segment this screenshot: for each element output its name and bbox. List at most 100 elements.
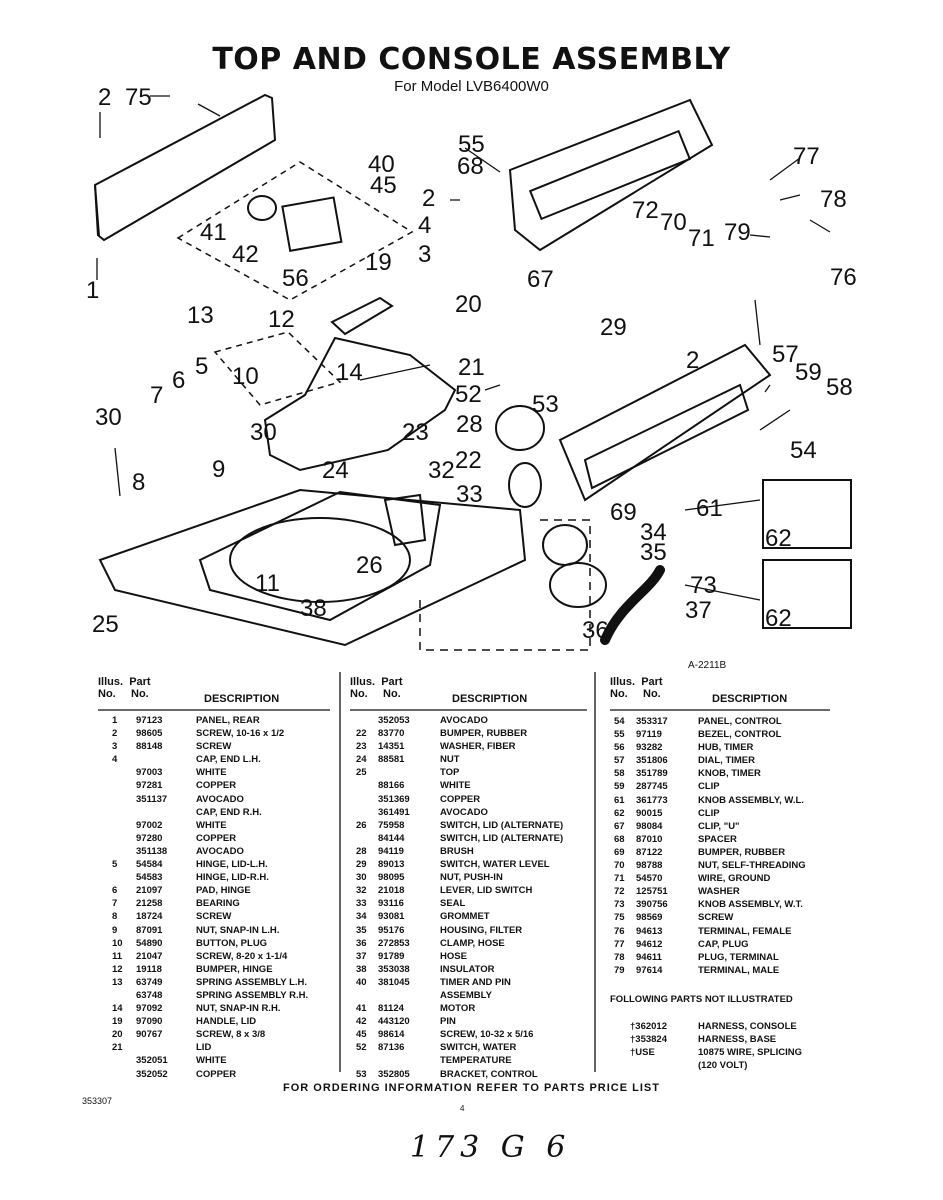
part-no: 287745 (636, 781, 668, 793)
part-no: 352052 (136, 1068, 168, 1080)
description: COPPER (196, 1068, 237, 1080)
illus-no: 57 (614, 755, 625, 767)
part-no: 98788 (636, 860, 663, 872)
page-title: TOP AND CONSOLE ASSEMBLY (212, 42, 731, 77)
illus-no: 6 (112, 885, 118, 897)
rear-panel (93, 93, 277, 242)
illus-no: 36 (356, 937, 367, 949)
illus-no: 37 (356, 950, 367, 962)
description: GROMMET (440, 911, 490, 923)
description: (120 VOLT) (698, 1060, 748, 1072)
console-bezel (508, 98, 714, 252)
part-no: 14351 (378, 741, 405, 753)
part-no: 351138 (136, 845, 168, 857)
illus-no: 33 (356, 898, 367, 910)
description: BUMPER, RUBBER (440, 728, 528, 740)
illus-no: 13 (112, 976, 123, 988)
description: HUB, TIMER (698, 742, 754, 754)
svg-text:62: 62 (765, 605, 792, 632)
svg-text:53: 53 (532, 391, 559, 418)
svg-text:3: 3 (418, 241, 431, 268)
part-no: 18724 (136, 911, 163, 923)
callout-labels: 2 75 1 40 45 2 4 41 42 56 19 3 55 68 67 … (86, 84, 857, 644)
table-row: ASSEMBLY (350, 989, 595, 1002)
part-no: 97123 (136, 715, 163, 726)
table-row: (120 VOLT) (630, 1059, 850, 1072)
part-no: 95176 (378, 924, 405, 936)
description: LEVER, LID SWITCH (440, 885, 533, 897)
drawing-number: A-2211B (688, 660, 727, 671)
illus-no: 41 (356, 1003, 367, 1015)
illus-no: 61 (614, 794, 625, 806)
svg-text:52: 52 (455, 381, 482, 408)
svg-text:28: 28 (456, 411, 483, 438)
part-no: 90767 (136, 1029, 163, 1041)
lid (263, 336, 457, 472)
col3-header: Illus. Part No. No. DESCRIPTION (610, 676, 788, 705)
svg-text:34: 34 (640, 519, 667, 546)
part-no: 94613 (636, 925, 663, 937)
svg-text:9: 9 (212, 456, 225, 483)
part-no: 98605 (136, 728, 163, 740)
description: COPPER (196, 832, 237, 844)
description: SWITCH, WATER (440, 1042, 517, 1054)
hinge-group-outline (213, 331, 342, 406)
part-no: 88166 (378, 780, 405, 792)
part-no: 93282 (636, 742, 663, 754)
table-row: 361491 AVOCADO (350, 806, 595, 819)
part-no: 84144 (378, 832, 405, 844)
description: SEAL (440, 898, 466, 910)
part-no: 54890 (136, 937, 163, 949)
svg-text:4: 4 (418, 212, 431, 239)
description: AVOCADO (440, 806, 488, 818)
svg-text:75: 75 (125, 84, 152, 111)
illus-no: 58 (614, 768, 625, 780)
col2-header: Illus. Part No. No. DESCRIPTION (350, 676, 528, 705)
description: WHITE (196, 1055, 227, 1067)
illus-no: 12 (112, 963, 123, 975)
svg-text:42: 42 (232, 241, 259, 268)
svg-text:57: 57 (772, 341, 799, 368)
svg-text:37: 37 (685, 597, 712, 624)
svg-text:25: 25 (92, 611, 119, 638)
description: COPPER (440, 793, 481, 805)
description: HOUSING, FILTER (440, 924, 523, 936)
part-no: 97090 (136, 1016, 163, 1028)
part-no: 54584 (136, 859, 163, 871)
part-no: 94611 (636, 951, 662, 963)
illus-no: 45 (356, 1029, 367, 1041)
illus-no: 5 (112, 859, 118, 871)
part-no: 125751 (636, 886, 668, 898)
lid-handle (330, 296, 394, 336)
illus-no: 71 (614, 873, 625, 885)
part-no: 381045 (378, 976, 410, 988)
description: CLIP (698, 807, 720, 819)
description: SCREW, 10-16 x 1/2 (196, 728, 285, 740)
part-no: 361491 (378, 806, 410, 818)
part-no: 98084 (636, 820, 663, 832)
svg-text:22: 22 (455, 447, 482, 474)
part-no: 63748 (136, 989, 163, 1001)
